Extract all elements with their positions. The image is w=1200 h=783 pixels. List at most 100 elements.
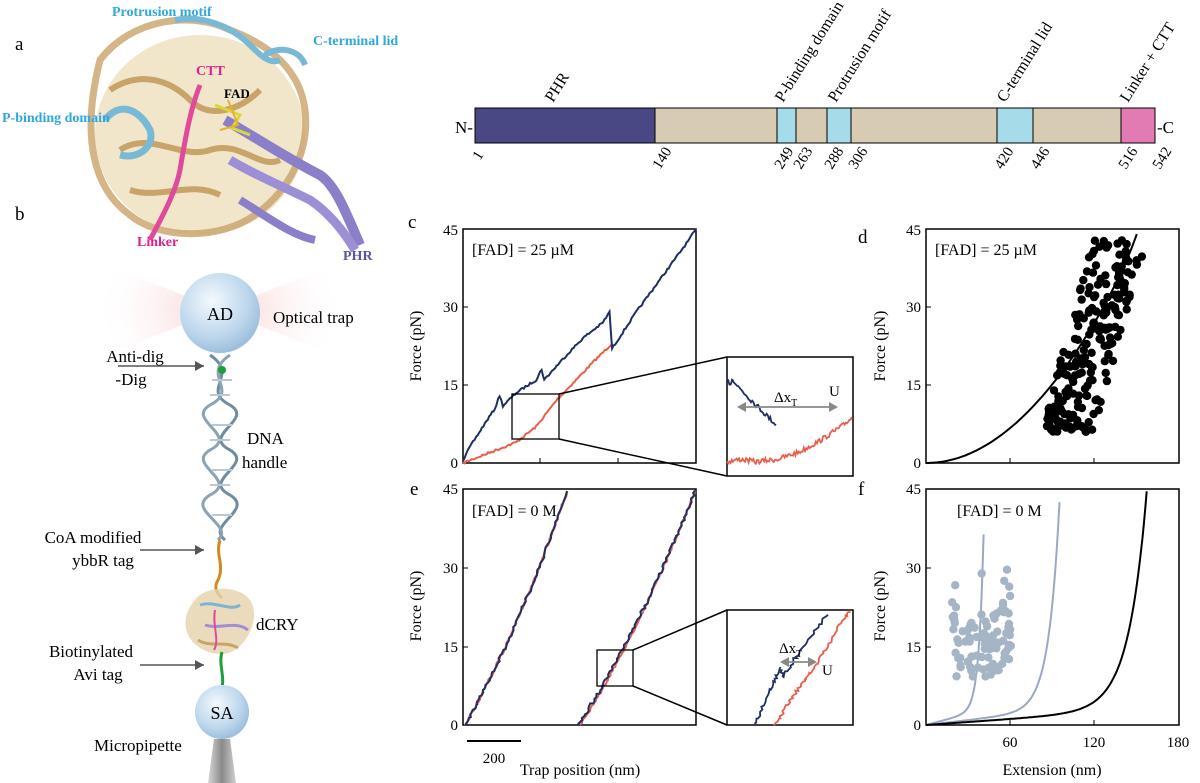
domain-tick-542: 542 (1150, 145, 1175, 173)
chart-e-series-blue-2 (577, 489, 696, 726)
domain-protrusion (826, 107, 852, 144)
chart-c-annotation: [FAD] = 25 µM (472, 242, 574, 259)
chart-f-point (1004, 655, 1014, 664)
chart-f-point (950, 618, 959, 628)
chart-f-point (977, 610, 986, 619)
bead-top (180, 273, 260, 353)
panel-label-f: f (858, 479, 865, 500)
chart-d-point (1127, 270, 1136, 279)
chart-d-point (1068, 410, 1078, 420)
chart-d-point (1072, 315, 1082, 324)
chart-e-inset-u-label: U (822, 663, 833, 679)
chart-f-point (1002, 565, 1012, 574)
chart-d-ytick-45: 45 (906, 223, 921, 239)
chart-d-point (1089, 292, 1099, 302)
chart-f-points (925, 491, 1148, 726)
chart-f-ytick-15: 15 (906, 640, 921, 656)
chart-f-ytick-30: 30 (906, 561, 921, 577)
chart-e-inset: ΔxT U (726, 609, 854, 726)
domain-tick-263: 263 (791, 145, 816, 173)
chart-d-point (1116, 275, 1125, 284)
domain-phr (474, 107, 656, 144)
chart-f-point (967, 666, 976, 675)
chart-f-xtick-120: 120 (1083, 735, 1106, 751)
chart-f-point (970, 623, 979, 632)
chart-d-point (1075, 369, 1084, 379)
chart-f-ytick-45: 45 (906, 482, 921, 498)
chart-e-series-blue-1 (464, 490, 568, 726)
chart-c-series-0 (462, 342, 613, 465)
domain-c-terminus: -C (1157, 118, 1174, 137)
chart-d-point (1085, 306, 1094, 315)
chart-f-point (999, 636, 1008, 645)
chart-f-point (952, 672, 961, 681)
chart-f-ylabel: Force (pN) (872, 571, 889, 642)
schematic-label-dna-2: handle (242, 453, 287, 472)
chart-d-point (1049, 386, 1059, 395)
domain-tick-306: 306 (846, 144, 872, 172)
schematic-label-biotin-2: Avi tag (73, 665, 123, 684)
optical-tweezers-schematic (95, 260, 345, 783)
chart-c-ylabel: Force (pN) (408, 311, 425, 382)
chart-c-inset-dx-sub: T (791, 398, 797, 409)
chart-d-point (1087, 425, 1097, 434)
label-ctt: CTT (196, 64, 225, 79)
chart-d-ytick-0: 0 (914, 456, 922, 472)
chart-f-fit-dark (925, 491, 1148, 726)
chart-e-ylabel: Force (pN) (408, 571, 425, 642)
domain-tick-516: 516 (1116, 144, 1142, 172)
chart-f-point (1006, 641, 1015, 651)
chart-e-inset-traces (753, 610, 851, 726)
chart-d-point (1087, 348, 1096, 357)
chart-d-point (1111, 263, 1120, 272)
chart-f-point (988, 659, 997, 669)
chart-d-point (1091, 261, 1101, 270)
chart-c-traces (462, 228, 697, 465)
schematic-label-biotin-1: Biotinylated (49, 642, 134, 661)
chart-c: [FAD] = 25 µM Force (pN) 0 15 30 45 (408, 223, 728, 477)
chart-f-point (956, 661, 965, 670)
chart-d-point (1047, 413, 1056, 422)
domain-label-linker-ctt: Linker + CTT (1117, 20, 1179, 105)
chart-c-inset: ΔxT U (726, 356, 854, 477)
chart-f-point (1000, 576, 1009, 585)
chart-c-inset-series-0 (726, 378, 777, 426)
chart-f-point (986, 670, 995, 679)
domain-tick-446: 446 (1028, 144, 1054, 172)
chart-d-point (1056, 356, 1065, 365)
chart-d-point (1048, 427, 1058, 436)
chart-d-point (1132, 256, 1141, 265)
chart-e-ytick-0: 0 (451, 718, 459, 734)
chart-d-point (1096, 334, 1105, 343)
chart-c-series-1 (462, 228, 697, 462)
chart-d-point (1075, 285, 1085, 295)
chart-f: [FAD] = 0 M Force (pN) 0 15 30 45 60 120… (872, 482, 1189, 779)
chart-c-ytick-0: 0 (451, 456, 459, 472)
domain-label-c-terminal-lid: C-terminal lid (994, 20, 1056, 106)
chart-e-xlabel: Trap position (nm) (520, 762, 640, 779)
chart-d-fit-line (926, 233, 1138, 464)
label-p-binding-domain: P-binding domain (2, 111, 110, 126)
chart-d-point (1119, 283, 1129, 292)
chart-d: [FAD] = 25 µM Force (pN) 0 15 30 45 (872, 223, 1180, 472)
chart-c-ytick-30: 30 (443, 300, 458, 316)
chart-f-point (981, 617, 990, 626)
chart-e-series-red-2 (579, 490, 697, 726)
chart-d-point (1088, 268, 1098, 277)
schematic-label-micropipette: Micropipette (94, 736, 182, 755)
domain-tick-1: 1 (470, 148, 488, 163)
chart-d-point (1068, 375, 1078, 384)
chart-d-point (1057, 406, 1066, 416)
chart-f-point (1005, 591, 1015, 601)
chart-d-point (1100, 357, 1110, 366)
panel-label-c: c (408, 212, 416, 233)
chart-e-inset-dx-label: ΔxT (779, 641, 802, 660)
chart-f-xlabel: Extension (nm) (1002, 762, 1101, 779)
chart-d-point (1054, 396, 1063, 406)
chart-d-point (1084, 359, 1094, 369)
chart-d-point (1078, 360, 1087, 369)
chart-f-point (1000, 649, 1009, 658)
chart-d-point (1062, 371, 1072, 380)
chart-d-point (1095, 242, 1104, 251)
